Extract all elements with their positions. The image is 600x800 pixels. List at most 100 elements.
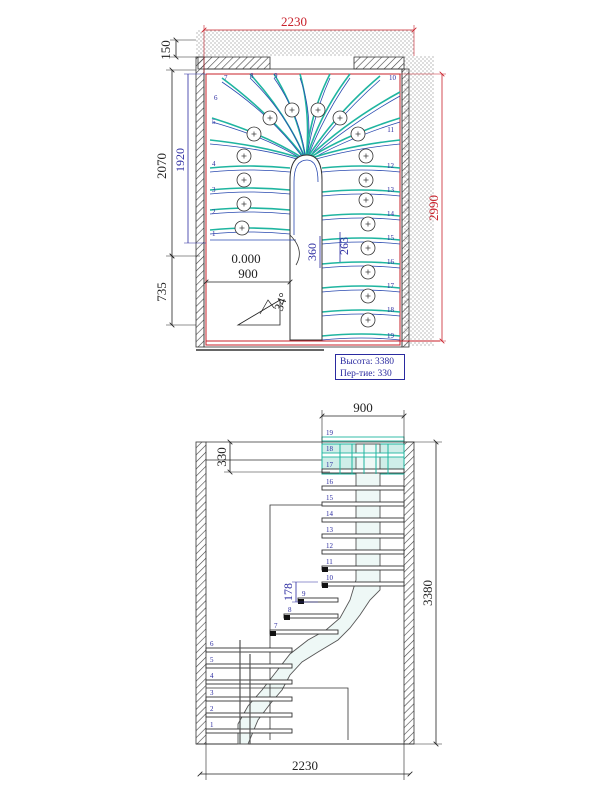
plan-winder-tread-edge — [249, 77, 307, 163]
plan-step-number: 6 — [214, 94, 218, 102]
plan-step-number: 8 — [250, 72, 254, 80]
dim-elev-bottom-width-label: 2230 — [292, 758, 318, 773]
elev-step — [321, 485, 405, 491]
plan-tread-right — [321, 285, 401, 289]
elev-step — [321, 533, 405, 539]
elev-step — [205, 728, 293, 734]
plan-tread-left-edge — [209, 231, 291, 235]
dim-plan-width-label: 2230 — [281, 14, 307, 29]
plan-treads — [209, 73, 401, 341]
plan-room-outline — [203, 68, 403, 348]
elev-step — [321, 501, 405, 507]
plan-info-floor-opening: Пер-тие: 330 — [340, 369, 392, 379]
elev-step-nosing — [298, 599, 304, 604]
dim-plan-tread-depth: 263 — [337, 237, 351, 255]
dim-elev-total-height-label: 3380 — [420, 580, 435, 606]
plan-landing-arc — [289, 234, 300, 266]
dim-plan-height-inner: 1920 — [173, 73, 206, 244]
plan-winder-tread — [305, 91, 401, 161]
elev-step-number: 9 — [302, 590, 306, 598]
plan-step-number: 10 — [389, 74, 397, 82]
elev-step-nosing — [322, 567, 328, 572]
plan-tread-left — [209, 165, 291, 169]
plan-info-box: Высота: 3380 Пер-тие: 330 — [335, 354, 405, 380]
plan-tread-right-edge — [321, 337, 401, 341]
elev-handrail — [269, 504, 322, 740]
elev-step-number: 3 — [210, 689, 214, 697]
plan-tread-right-edge — [321, 217, 401, 221]
elev-step — [321, 581, 405, 587]
plan-tread-right-edge — [321, 169, 401, 173]
plan-stair-well — [289, 154, 323, 341]
plan-balusters — [234, 102, 376, 328]
dim-plan-tread-width: 360 — [305, 243, 319, 261]
plan-step-number: 3 — [212, 186, 216, 194]
plan-tread-right — [321, 165, 401, 169]
elev-step — [205, 712, 293, 718]
plan-step-number: 9 — [274, 72, 278, 80]
plan-step-number: 16 — [387, 258, 395, 266]
elev-step-number: 12 — [326, 542, 334, 550]
dim-plan-lower-left-label: 735 — [154, 282, 169, 302]
elev-step-number: 5 — [210, 656, 214, 664]
plan-wall-right — [401, 68, 410, 348]
plan-floor-level: 0.000 — [231, 251, 260, 266]
elev-step-number: 13 — [326, 526, 334, 534]
dim-plan-top-margin-label: 150 — [158, 40, 173, 60]
plan-tread-left-edge — [209, 191, 291, 195]
elev-step-number: 11 — [326, 558, 333, 566]
dim-plan-width: 2230 — [204, 14, 414, 74]
elev-step — [321, 452, 405, 458]
dim-plan-height-outer-label: 2070 — [154, 153, 169, 179]
plan-red-boundary — [205, 73, 401, 346]
dim-elev-slab-label: 330 — [214, 447, 229, 467]
plan-step-number: 13 — [387, 186, 395, 194]
elev-step-number: 17 — [326, 461, 334, 469]
plan-winder-tread-edge — [305, 77, 351, 163]
elev-step-number: 18 — [326, 445, 334, 453]
elev-step-number: 1 — [210, 721, 214, 729]
plan-tread-left — [209, 187, 291, 191]
plan-tread-left-edge — [209, 211, 291, 215]
plan-winder-tread-edge — [273, 77, 307, 163]
plan-step-number: 11 — [387, 126, 394, 134]
plan-winder-tread — [211, 117, 307, 161]
plan-step-number: 12 — [387, 162, 395, 170]
elev-step-number: 7 — [274, 622, 278, 630]
plan-tread-right — [321, 333, 401, 337]
dim-plan-height-right: 2990 — [400, 74, 446, 341]
plan-tread-right-edge — [321, 289, 401, 293]
elev-step-number: 6 — [210, 640, 214, 648]
dim-plan-top-margin: 150 — [158, 40, 204, 60]
plan-step-number: 1 — [212, 230, 216, 238]
plan-tread-right-edge — [321, 241, 401, 245]
dim-elev-riser-label: 178 — [281, 583, 295, 601]
dim-elev-top-width: 900 — [322, 400, 404, 444]
plan-wall-left — [195, 56, 205, 348]
plan-wall-top-right — [353, 56, 405, 70]
elev-step-number: 2 — [210, 705, 214, 713]
dim-elev-slab: 330 — [214, 442, 330, 472]
dim-plan-landing: 900 — [206, 266, 290, 282]
elev-step-number: 16 — [326, 478, 334, 486]
dim-plan-lower-left: 735 — [154, 256, 196, 325]
plan-step-number: 2 — [212, 208, 216, 216]
plan-tread-right — [321, 309, 401, 313]
elev-step-nosing — [270, 631, 276, 636]
plan-tread-right — [321, 213, 401, 217]
elev-step — [321, 565, 405, 571]
elev-step-number: 15 — [326, 494, 334, 502]
elev-guard-box — [206, 687, 349, 740]
elev-step — [205, 663, 293, 669]
plan-step-number: 19 — [387, 332, 395, 340]
dim-plan-height-outer: 2070 — [154, 70, 200, 256]
plan-tread-right-edge — [321, 265, 401, 269]
plan-angle-label: 34° — [271, 291, 291, 313]
elev-step-number: 10 — [326, 574, 334, 582]
elev-wall-left — [195, 441, 207, 745]
elev-step-nosing — [284, 615, 290, 620]
plan-step-number: 4 — [212, 160, 216, 168]
